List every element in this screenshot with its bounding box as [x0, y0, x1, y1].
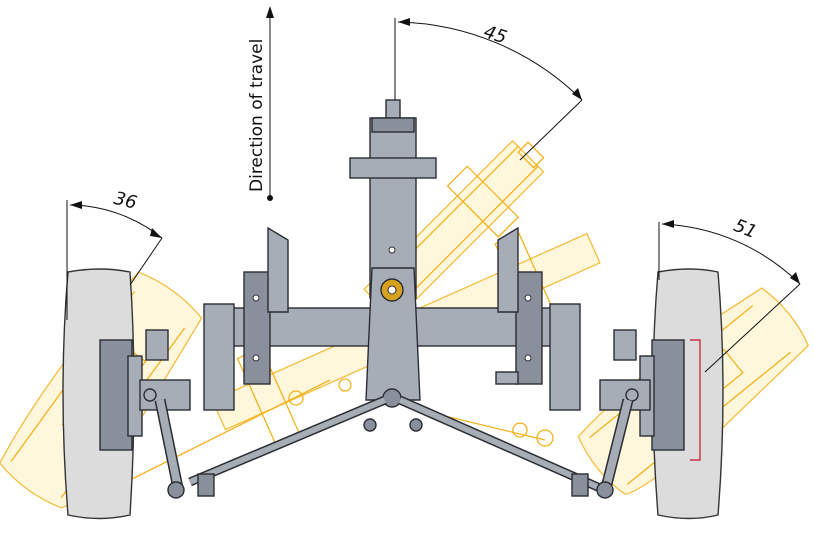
angle-center-dimension: [394, 18, 583, 161]
angle-left-dimension: [66, 200, 163, 320]
angle-right-dimension: [658, 220, 801, 373]
angle-right-label: 51: [731, 215, 760, 243]
angle-left-label: 36: [112, 188, 139, 214]
left-wheel: [62, 268, 191, 520]
drawbar: [349, 99, 437, 408]
angle-center-label: 45: [481, 21, 509, 48]
direction-arrow: [266, 6, 274, 201]
direction-label: Direction of travel: [247, 39, 267, 192]
tie-rods: [154, 395, 634, 499]
right-wheel: [599, 268, 724, 520]
